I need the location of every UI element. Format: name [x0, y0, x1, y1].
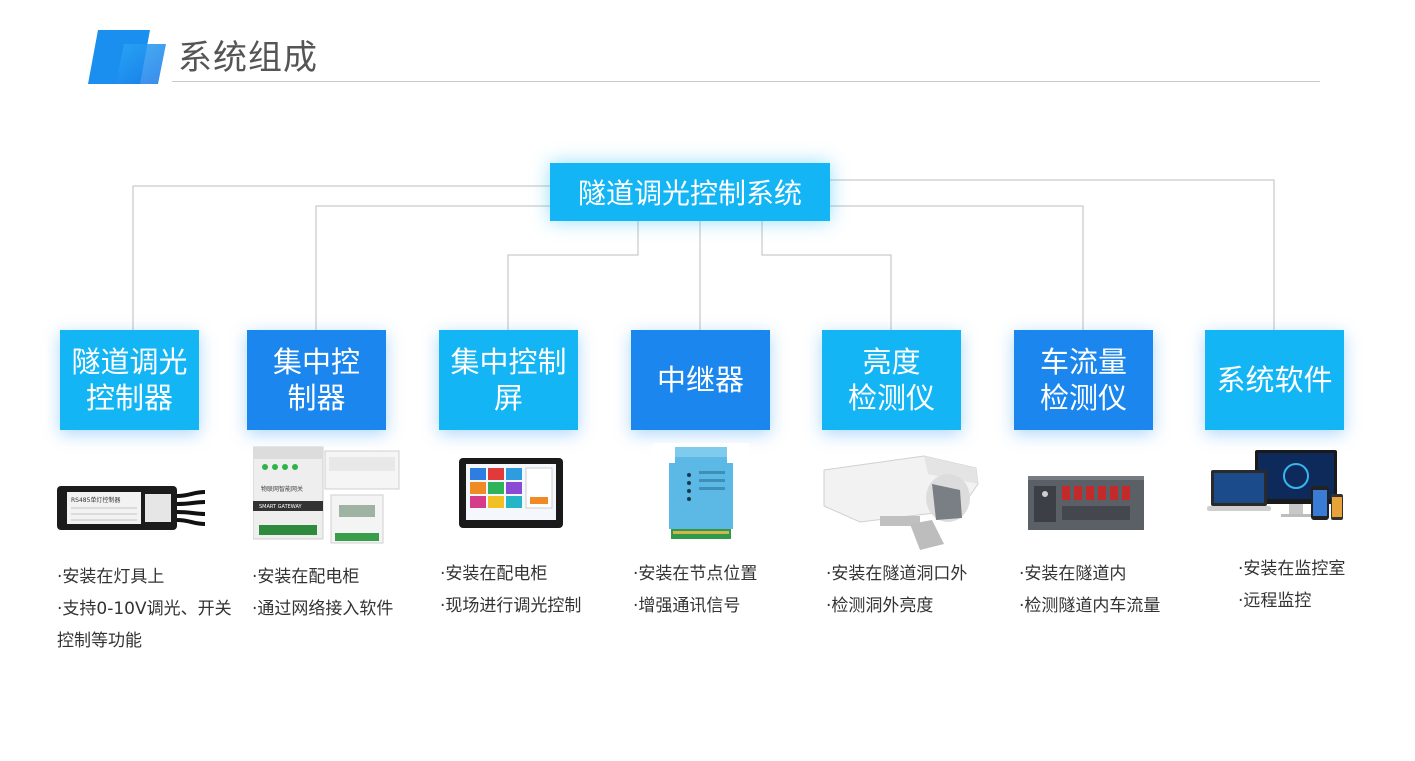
controller-label-text: RS485单灯控制器: [71, 496, 120, 504]
repeater-image: [653, 443, 749, 543]
node-central-controller: 集中控制器: [247, 330, 386, 430]
desc-line: ·安装在监控室: [1238, 559, 1346, 579]
desc-central-controller: ·安装在配电柜 ·通过网络接入软件: [252, 561, 393, 625]
desc-line: ·安装在灯具上: [57, 567, 165, 587]
node-label-line1: 车流量: [1039, 345, 1127, 379]
node-dimming-controller: 隧道调光控制器: [60, 330, 199, 430]
node-control-screen: 集中控制屏: [439, 330, 578, 430]
desc-line: ·支持0-10V调光、开关控制等功能: [57, 599, 232, 651]
node-luminance-detector: 亮度检测仪: [822, 330, 961, 430]
node-repeater: 中继器: [631, 330, 770, 430]
brand-logo-icon: [88, 30, 166, 84]
node-label-line1: 系统软件: [1216, 363, 1333, 397]
node-label-line2: 屏: [493, 381, 523, 415]
desc-line: ·安装在隧道内: [1019, 564, 1127, 584]
node-label-line2: 制器: [287, 381, 346, 415]
node-label-line1: 亮度: [862, 345, 921, 379]
desc-dimming-controller: ·安装在灯具上 ·支持0-10V调光、开关控制等功能: [57, 561, 237, 657]
connector-1: [132, 185, 550, 330]
desc-line: ·安装在节点位置: [633, 564, 758, 584]
control-screen-image: [459, 458, 563, 528]
desc-line: ·检测洞外亮度: [826, 596, 934, 616]
luminance-detector-image: [823, 455, 979, 550]
root-node: 隧道调光控制系统: [550, 163, 830, 221]
connector-6: [830, 205, 1084, 330]
desc-luminance-detector: ·安装在隧道洞口外 ·检测洞外亮度: [826, 558, 967, 622]
desc-line: ·通过网络接入软件: [252, 599, 394, 619]
connector-3: [507, 221, 639, 330]
node-label-line2: 检测仪: [1039, 381, 1127, 415]
desc-line: ·现场进行调光控制: [440, 596, 582, 616]
connector-7: [830, 179, 1275, 330]
node-label-line1: 集中控制: [450, 345, 567, 379]
desc-line: ·增强通讯信号: [633, 596, 741, 616]
desc-system-software: ·安装在监控室 ·远程监控: [1238, 553, 1345, 617]
title-divider: [172, 81, 1320, 82]
node-label-line2: 控制器: [85, 381, 173, 415]
node-label-line1: 中继器: [656, 363, 744, 397]
traffic-detector-image: [1028, 476, 1144, 530]
desc-traffic-detector: ·安装在隧道内 ·检测隧道内车流量: [1019, 558, 1160, 622]
node-label-line1: 集中控: [272, 345, 360, 379]
desc-line: ·远程监控: [1238, 591, 1312, 611]
desc-control-screen: ·安装在配电柜 ·现场进行调光控制: [440, 558, 581, 622]
node-system-software: 系统软件: [1205, 330, 1344, 430]
desc-line: ·检测隧道内车流量: [1019, 596, 1161, 616]
page-title: 系统组成: [178, 38, 318, 78]
system-software-image: [1207, 450, 1343, 520]
desc-line: ·安装在隧道洞口外: [826, 564, 968, 584]
connector-2: [315, 205, 550, 330]
gateway-label-text: 物联网智能网关: [261, 485, 303, 493]
central-controller-image: 物联网智能网关 SMART GATEWAY: [253, 446, 400, 544]
connector-5: [761, 221, 892, 330]
gateway-brand-text: SMART GATEWAY: [259, 504, 302, 510]
node-label-line2: 检测仪: [847, 381, 935, 415]
desc-line: ·安装在配电柜: [252, 567, 360, 587]
node-label-line1: 隧道调光: [71, 345, 188, 379]
node-traffic-detector: 车流量检测仪: [1014, 330, 1153, 430]
desc-repeater: ·安装在节点位置 ·增强通讯信号: [633, 558, 757, 622]
dimming-controller-image: RS485单灯控制器: [57, 486, 205, 530]
desc-line: ·安装在配电柜: [440, 564, 548, 584]
